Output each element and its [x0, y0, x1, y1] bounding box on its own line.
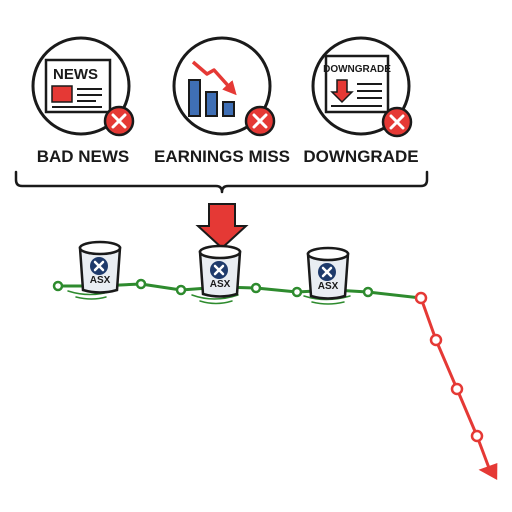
green-marker	[135, 278, 147, 290]
bad-news-group: NEWS BAD NEWS	[31, 36, 135, 166]
downgrade-label: DOWNGRADE	[303, 147, 418, 166]
green-trend-line	[58, 282, 422, 300]
green-markers	[52, 278, 374, 298]
asx-bucket-label: ASX	[90, 275, 111, 286]
newspaper-text: NEWS	[53, 66, 98, 83]
earnings-miss-label: EARNINGS MISS	[154, 147, 290, 166]
green-marker	[291, 286, 303, 298]
downgrade-group: DOWNGRADE DOWNGRADE	[303, 36, 419, 166]
green-marker	[52, 280, 64, 292]
asx-bucket-label: ASX	[318, 281, 339, 292]
asx-bucket-icon: ASX	[306, 246, 350, 300]
bad-news-label: BAD NEWS	[37, 147, 130, 166]
red-marker	[429, 333, 443, 347]
x-icon	[381, 106, 413, 138]
red-markers	[414, 291, 484, 443]
asx-bucket-label: ASX	[210, 279, 231, 290]
grouping-bracket	[14, 170, 429, 194]
x-icon	[244, 105, 276, 137]
green-marker	[362, 286, 374, 298]
downgrade-report-icon: DOWNGRADE	[323, 54, 391, 114]
falling-bar-chart-icon	[188, 60, 237, 117]
newspaper-icon: NEWS	[44, 58, 112, 114]
green-marker	[250, 282, 262, 294]
red-arrowhead-icon	[478, 462, 498, 481]
green-marker	[175, 284, 187, 296]
earnings-miss-group: EARNINGS MISS	[154, 36, 290, 166]
red-marker	[470, 429, 484, 443]
downgrade-report-text: DOWNGRADE	[323, 64, 391, 75]
red-marker	[450, 382, 464, 396]
red-marker	[414, 291, 428, 305]
asx-bucket-icon: ASX	[78, 240, 122, 294]
asx-bucket-icon: ASX	[198, 244, 242, 298]
down-arrow-icon	[195, 203, 249, 250]
x-icon	[103, 105, 135, 137]
red-trend-line	[419, 297, 491, 469]
